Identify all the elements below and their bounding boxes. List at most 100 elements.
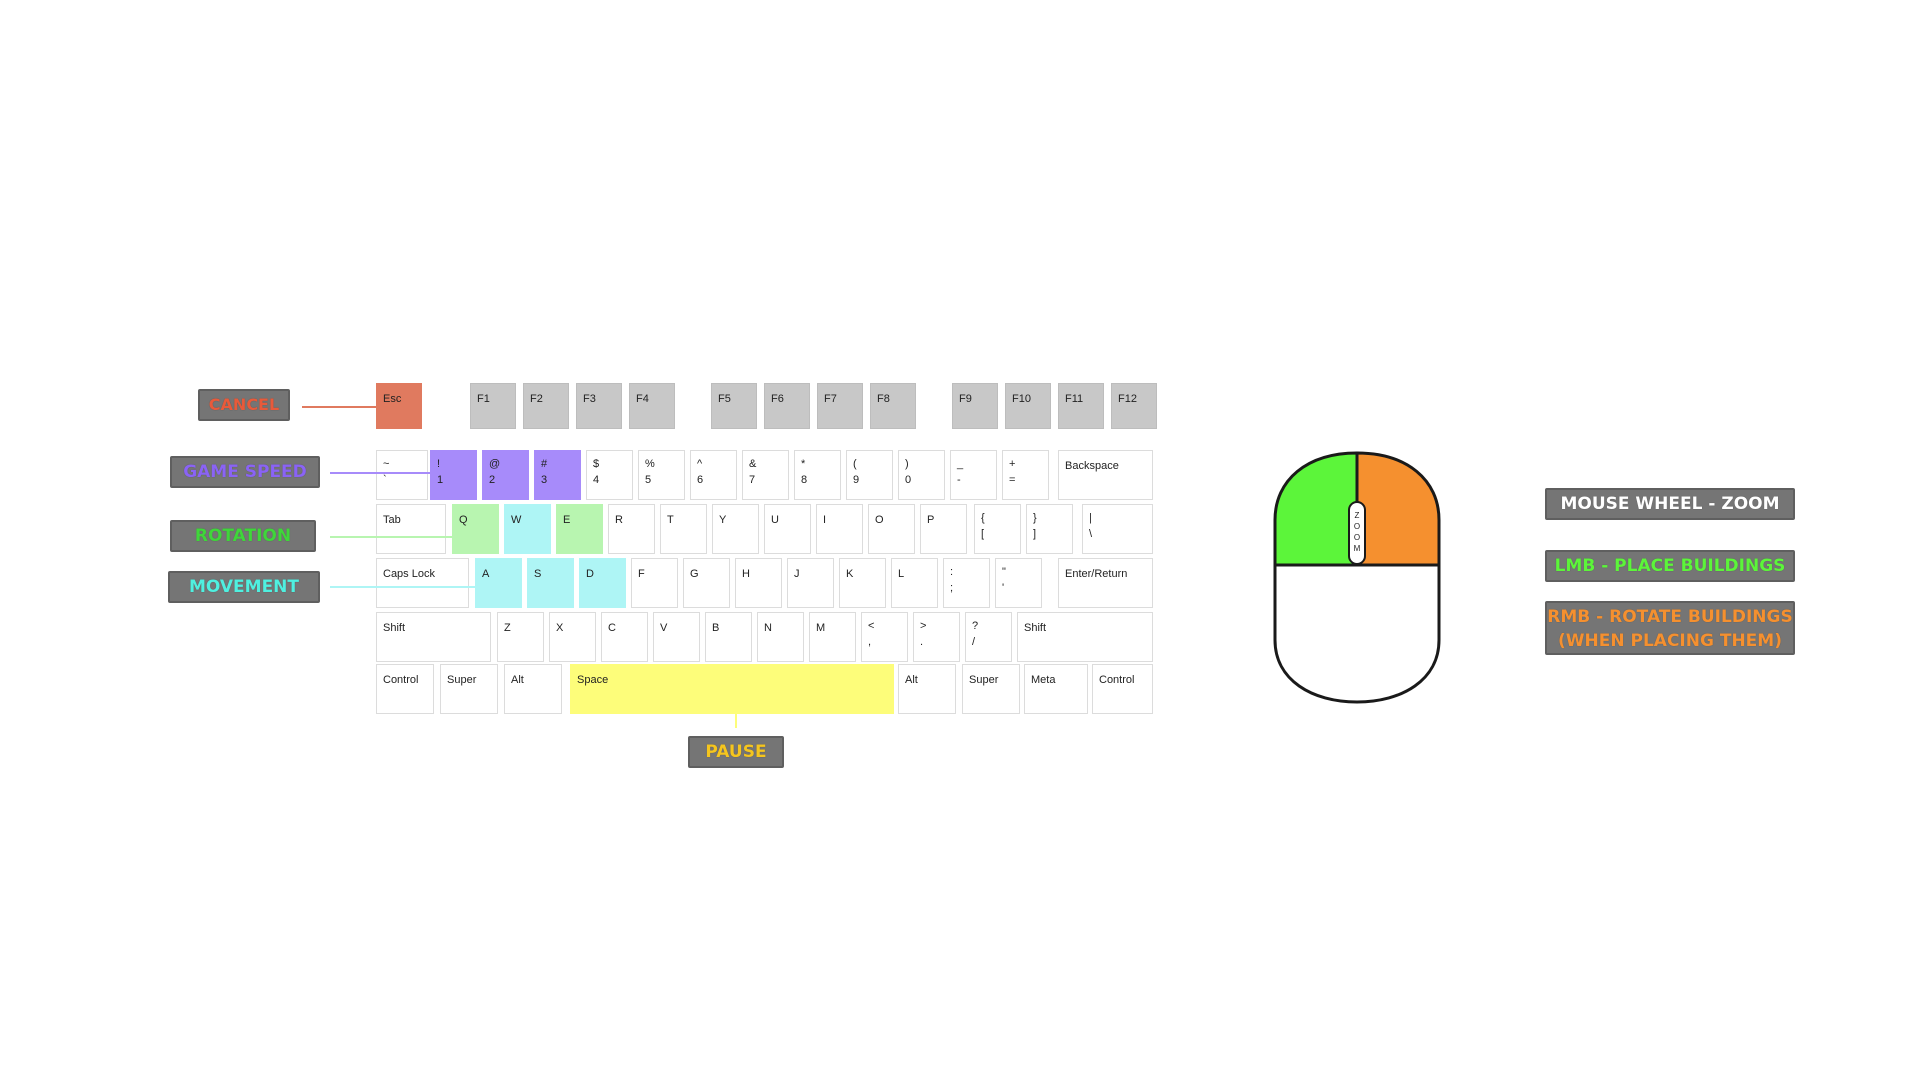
rotation-label: ROTATION <box>194 526 292 546</box>
key-top-label: ! <box>437 458 441 470</box>
key-u: U <box>764 504 811 554</box>
key-bottom-label: \ <box>1089 528 1093 540</box>
key-super: Super <box>440 664 498 714</box>
key-bottom-label: ` <box>383 474 387 486</box>
key-alt: Alt <box>898 664 956 714</box>
key-f10: F10 <box>1005 383 1051 429</box>
key-top-label: Space <box>577 674 609 686</box>
key-f5: F5 <box>711 383 757 429</box>
key-bottom-label: , <box>868 636 872 648</box>
key-c: C <box>601 612 648 662</box>
key-top-label: F7 <box>824 393 837 405</box>
game-speed-label: GAME SPEED <box>183 462 307 482</box>
key-top-label: G <box>690 568 699 580</box>
key-top-label: & <box>749 458 757 470</box>
key-x: X <box>549 612 596 662</box>
key-b: B <box>705 612 752 662</box>
key-f9: F9 <box>952 383 998 429</box>
key-top-label: : <box>950 566 954 578</box>
key-s: S <box>527 558 574 608</box>
key-meta: Meta <box>1024 664 1088 714</box>
key-top-label: Meta <box>1031 674 1056 686</box>
key-sym-11: _- <box>950 450 997 500</box>
key-top-label: U <box>771 514 779 526</box>
key-top-label: ) <box>905 458 909 470</box>
cancel-label: CANCEL <box>208 395 280 414</box>
key-bottom-label: 7 <box>749 474 756 486</box>
key-bottom-label: 1 <box>437 474 444 486</box>
key-sym-10: ?/ <box>965 612 1012 662</box>
key-top-label: Shift <box>383 622 406 634</box>
rotation-tag: ROTATION <box>170 520 316 552</box>
key-top-label: ^ <box>697 458 703 470</box>
key-bottom-label: 5 <box>645 474 652 486</box>
key-top-label: F9 <box>959 393 972 405</box>
key-f6: F6 <box>764 383 810 429</box>
key-sym-3: #3 <box>534 450 581 500</box>
game-speed-tag: GAME SPEED <box>170 456 320 488</box>
key-top-label: L <box>898 568 905 580</box>
key-top-label: V <box>660 622 668 634</box>
key-top-label: | <box>1089 512 1092 524</box>
key-sym-10: )0 <box>898 450 945 500</box>
rmb-label-line2: (WHEN PLACING THEM) <box>1558 631 1782 651</box>
key-y: Y <box>712 504 759 554</box>
key-top-label: Super <box>969 674 999 686</box>
key-tab: Tab <box>376 504 446 554</box>
key-top-label: F11 <box>1065 393 1084 405</box>
key-bottom-label: . <box>920 636 924 648</box>
key-j: J <box>787 558 834 608</box>
key-top-label: ~ <box>383 458 390 470</box>
key-top-label: F5 <box>718 393 731 405</box>
lmb-label: LMB - PLACE BUILDINGS <box>1554 556 1786 576</box>
key-top-label: F3 <box>583 393 596 405</box>
key-f11: F11 <box>1058 383 1104 429</box>
key-top-label: Control <box>1099 674 1135 686</box>
key-k: K <box>839 558 886 608</box>
key-top-label: W <box>511 514 522 526</box>
key-top-label: ? <box>972 620 979 632</box>
key-sym-13: |\ <box>1082 504 1153 554</box>
key-top-label: Control <box>383 674 419 686</box>
rotation-connector <box>330 536 455 538</box>
key-sym-0: ~` <box>376 450 428 500</box>
key-top-label: Z <box>504 622 511 634</box>
rmb-label-line1: RMB - ROTATE BUILDINGS <box>1547 607 1793 627</box>
key-top-label: C <box>608 622 616 634</box>
key-top-label: T <box>667 514 674 526</box>
key-alt: Alt <box>504 664 562 714</box>
key-top-label: A <box>482 568 490 580</box>
key-f1: F1 <box>470 383 516 429</box>
key-top-label: F12 <box>1118 393 1137 405</box>
key-top-label: R <box>615 514 623 526</box>
key-r: R <box>608 504 655 554</box>
key-top-label: { <box>981 512 985 524</box>
key-bottom-label: 4 <box>593 474 600 486</box>
key-top-label: Tab <box>383 514 401 526</box>
key-backspace: Backspace <box>1058 450 1153 500</box>
key-top-label: @ <box>489 458 501 470</box>
key-top-label: H <box>742 568 750 580</box>
key-sym-2: @2 <box>482 450 529 500</box>
key-bottom-label: ] <box>1033 528 1037 540</box>
key-bottom-label: ; <box>950 582 954 594</box>
key-l: L <box>891 558 938 608</box>
key-top-label: " <box>1002 566 1006 578</box>
key-shift: Shift <box>376 612 491 662</box>
key-bottom-label: [ <box>981 528 985 540</box>
mouse-wheel-tag: MOUSE WHEEL - ZOOM <box>1545 488 1795 520</box>
key-p: P <box>920 504 967 554</box>
key-sym-6: ^6 <box>690 450 737 500</box>
key-top-label: < <box>868 620 875 632</box>
key-top-label: P <box>927 514 935 526</box>
key-f12: F12 <box>1111 383 1157 429</box>
key-sym-11: "' <box>995 558 1042 608</box>
key-q: Q <box>452 504 499 554</box>
key-bottom-label: / <box>972 636 976 648</box>
key-t: T <box>660 504 707 554</box>
key-top-label: + <box>1009 458 1016 470</box>
pause-connector <box>735 712 737 728</box>
key-top-label: Alt <box>511 674 524 686</box>
